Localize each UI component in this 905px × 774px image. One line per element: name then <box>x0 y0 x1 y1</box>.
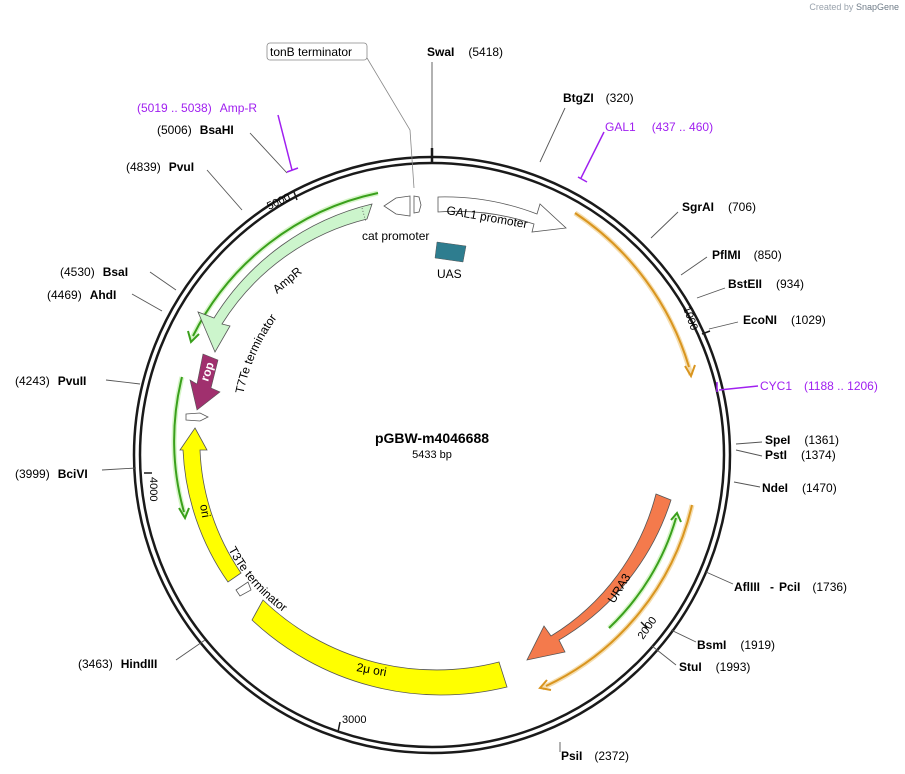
tick-label-3000: 3000 <box>342 714 366 726</box>
feature-cat-promoter <box>383 195 411 217</box>
feature-label-rop: rop <box>198 360 217 383</box>
enzyme-ahdi: (4469)AhdI <box>47 288 116 302</box>
feature-ampr <box>197 203 373 353</box>
tick-label-4000: 4000 <box>147 477 159 501</box>
feature-ura3 <box>526 493 672 661</box>
enzyme-afliii-pcii: AflIII-PciI(1736) <box>734 580 847 594</box>
plasmid-name: pGBW-m4046688 <box>375 430 489 446</box>
enzyme-pvuii: (4243)PvuII <box>15 374 86 388</box>
enzyme-pvui: (4839)PvuI <box>126 160 194 174</box>
enzyme-sgrai: SgrAI(706) <box>682 200 756 214</box>
feature-tonb-terminator <box>266 42 422 214</box>
brand-label: SnapGene <box>855 2 899 12</box>
primer-gal1: GAL1(437 .. 460) <box>605 120 713 134</box>
enzyme-bsahi: (5006)BsaHI <box>157 123 234 137</box>
tick-label-2000: 2000 <box>636 615 660 642</box>
feature-rop <box>189 353 221 411</box>
primer-marks <box>277 114 759 392</box>
feature-label-t3te-terminator: T3Te terminator <box>226 544 290 615</box>
enzyme-hindiii: (3463)HindIII <box>78 657 157 671</box>
feature-2mu-ori <box>251 599 508 696</box>
feature-label-uas: UAS <box>437 267 462 281</box>
feature-label-t7te-terminator: T7Te terminator <box>232 311 279 395</box>
enzyme-bsmi: BsmI(1919) <box>697 638 775 652</box>
plasmid-size: 5433 bp <box>412 449 452 461</box>
enzyme-labels: SwaI(5418) BtgZI(320) SgrAI(706) PflMI(8… <box>15 45 847 763</box>
enzyme-bcivi: (3999)BciVI <box>15 467 88 481</box>
feature-ori <box>179 427 242 583</box>
credit-label: Created by <box>809 2 854 12</box>
tick-marks <box>144 191 711 733</box>
enzyme-pflmi: PflMI(850) <box>712 248 782 262</box>
primer-cyc1: CYC1(1188 .. 1206) <box>760 379 878 393</box>
feature-label-2mu-ori: 2μ ori <box>355 660 387 679</box>
orf-arcs <box>171 190 696 691</box>
enzyme-bsai: (4530)BsaI <box>60 265 128 279</box>
primer-amp-r: (5019 .. 5038)Amp-R <box>137 101 257 115</box>
credit-text: Created by SnapGene <box>809 2 899 12</box>
enzyme-btgzi: BtgZI(320) <box>563 91 634 105</box>
feature-gal1-promoter <box>437 196 567 233</box>
tick-label-5000: 5000 <box>265 191 292 212</box>
enzyme-psii: PsiI(2372) <box>561 749 629 763</box>
enzyme-psti: PstI(1374) <box>765 448 836 462</box>
enzyme-swai: SwaI(5418) <box>427 45 503 59</box>
enzyme-ndei: NdeI(1470) <box>762 481 837 495</box>
enzyme-leaders <box>101 62 763 752</box>
feature-label-ampr: AmpR <box>270 264 305 296</box>
feature-t3te-terminator <box>235 581 252 597</box>
enzyme-bsteii: BstEII(934) <box>728 277 804 291</box>
enzyme-stui: StuI(1993) <box>679 660 750 674</box>
feature-t7te-terminator <box>185 412 209 422</box>
enzyme-spei: SpeI(1361) <box>765 433 839 447</box>
tick-label-1000: 1000 <box>680 305 700 332</box>
feature-uas <box>434 241 467 263</box>
backbone <box>132 148 732 755</box>
feature-label-ori: ori <box>197 503 213 519</box>
enzyme-econi: EcoNI(1029) <box>743 313 826 327</box>
feature-label-cat-promoter: cat promoter <box>362 229 429 243</box>
feature-label-tonb-terminator: tonB terminator <box>270 45 352 59</box>
